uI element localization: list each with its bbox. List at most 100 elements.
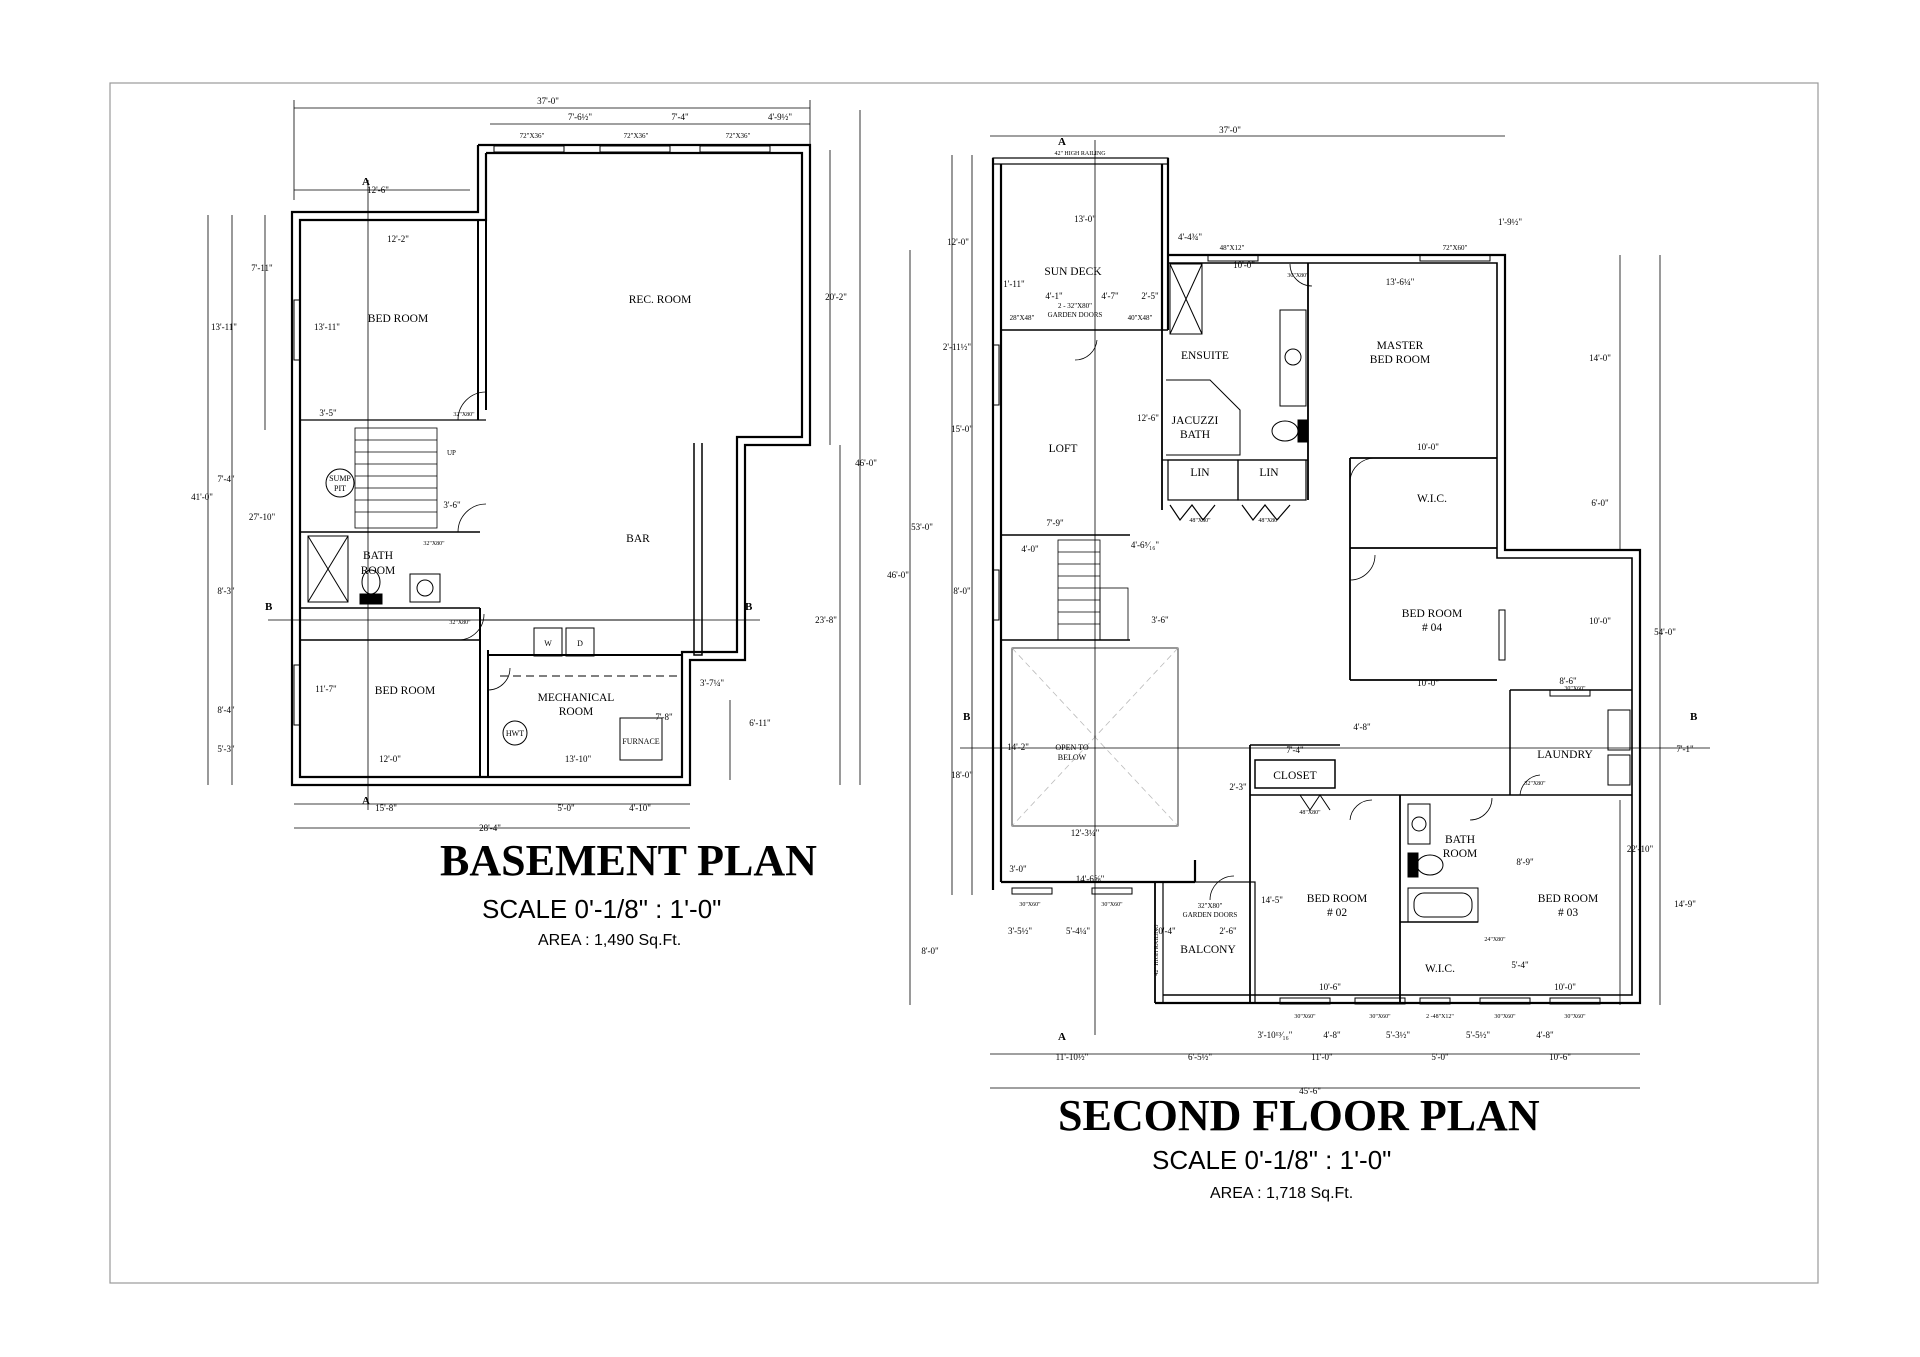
dim: 30"X60" — [1369, 1014, 1391, 1020]
dim: 14'-9" — [1674, 899, 1696, 909]
dim: 72"X36" — [624, 132, 649, 140]
dim: 15'-0" — [951, 424, 973, 434]
dim: 7'-9" — [1046, 518, 1064, 528]
dim: 30"X60" — [1101, 902, 1123, 908]
second-labels: SUN DECK ENSUITE JACUZZI BATH MASTER BED… — [887, 125, 1698, 1096]
dim: 32"X80" — [423, 541, 445, 547]
dim: 7'-6½" — [568, 112, 592, 122]
section-b-left: B — [265, 601, 273, 613]
second-stairs — [1057, 539, 1129, 641]
loft-label: LOFT — [1049, 443, 1078, 455]
dim: 3'-6" — [443, 500, 461, 510]
dim: 8'-6" — [1559, 676, 1577, 686]
basement-side-dimensions — [207, 110, 861, 829]
dim: 14'-0" — [1589, 353, 1611, 363]
dim: 2'-3" — [1229, 782, 1247, 792]
wic2-label: W.I.C. — [1425, 963, 1455, 975]
dryer-label: D — [577, 639, 583, 648]
dim: 41'-0" — [191, 492, 213, 502]
garden-doors-1b: GARDEN DOORS — [1048, 311, 1103, 319]
dim: 48"X80" — [1189, 518, 1211, 524]
rec-room-label: REC. ROOM — [629, 294, 692, 306]
section-a-top: A — [1058, 136, 1066, 148]
dim: 5'-0" — [1431, 1052, 1449, 1062]
dim: 3'-5½" — [1008, 926, 1032, 936]
dim: 14'-6⅝" — [1076, 874, 1105, 884]
laundry-label: LAUNDRY — [1537, 749, 1593, 761]
basement-windows — [293, 145, 771, 726]
dim: 8'-0" — [921, 946, 939, 956]
dim: 18'-0" — [951, 770, 973, 780]
dim: 45'-6" — [1299, 1086, 1321, 1096]
closet-box — [1254, 759, 1336, 789]
dim: 4'-6⁵⁄₁₆" — [1131, 540, 1160, 550]
dim: 4'-8" — [1353, 722, 1371, 732]
dim: 4'-8" — [1323, 1030, 1341, 1040]
dim: 10'-6" — [1549, 1052, 1571, 1062]
ensuite-label: ENSUITE — [1181, 350, 1229, 362]
dim: 27'-10" — [249, 512, 276, 522]
dim: 10'-6" — [1319, 982, 1341, 992]
washer-icon — [533, 627, 563, 657]
dim: 2'-11½" — [943, 342, 972, 352]
mechanical-label-2: ROOM — [559, 706, 594, 718]
dim: 4'-8" — [1536, 1030, 1554, 1040]
bed2-label: BED ROOM — [1307, 893, 1367, 905]
dim: 12'-0" — [379, 754, 401, 764]
section-b-right: B — [1690, 711, 1698, 723]
balcony-label: BALCONY — [1180, 944, 1236, 956]
dim: 13'-0" — [1074, 214, 1096, 224]
basement-area: AREA : 1,490 Sq.Ft. — [538, 932, 682, 949]
dim: 28"X48" — [1010, 314, 1035, 322]
dim: 48"X12" — [1220, 244, 1245, 252]
second-dimension-lines — [909, 135, 1661, 1089]
dim: 15'-8" — [375, 803, 397, 813]
bed4-label: BED ROOM — [1402, 608, 1462, 620]
dim: 40"X48" — [1128, 314, 1153, 322]
dim: 28'-4" — [479, 823, 501, 833]
dim: 5'-4" — [1511, 960, 1529, 970]
dim: 12'-2" — [387, 234, 409, 244]
dim: 7'-8" — [655, 712, 673, 722]
dim: 4'-10" — [629, 803, 651, 813]
garden-doors-2b: GARDEN DOORS — [1183, 911, 1238, 919]
sump-pit-icon — [325, 468, 355, 498]
up-label: UP — [447, 449, 456, 457]
pit-label: PIT — [334, 484, 346, 493]
second-floor-plan — [909, 135, 1710, 1089]
dim: 7'-4" — [217, 474, 235, 484]
basement-bath-fixtures — [307, 535, 441, 605]
dim: 1'-11" — [1003, 279, 1025, 289]
dim: 30"X60" — [1494, 1014, 1516, 1020]
dim: 3'-10¹³⁄₁₆" — [1258, 1030, 1293, 1040]
balcony-area — [1162, 881, 1256, 1004]
second-doors — [1074, 263, 1541, 901]
basement-top-dimensions — [293, 100, 811, 200]
dim: 32"X80" — [1524, 781, 1546, 787]
bed-room-label: BED ROOM — [368, 313, 428, 325]
dim: 7'-1" — [1676, 744, 1694, 754]
dim: 5'-3½" — [1386, 1030, 1410, 1040]
bed3-label-2: # 03 — [1558, 907, 1578, 919]
basement-mechanical-fixtures — [325, 468, 680, 761]
sump-label: SUMP — [329, 474, 351, 483]
dim: 4'-1" — [1045, 291, 1063, 301]
dim: 46'-0" — [887, 570, 909, 580]
bed-room-label-2: BED ROOM — [375, 685, 435, 697]
dim: 5'-5½" — [1466, 1030, 1490, 1040]
section-b-right: B — [745, 601, 753, 613]
dim: 6'-11" — [749, 718, 771, 728]
dim: 4'-7" — [1101, 291, 1119, 301]
railing-top: 42" HIGH RAILING — [1054, 151, 1106, 157]
dim: 3'-5" — [319, 408, 337, 418]
second-bath-fixtures — [1407, 803, 1479, 923]
basement-doors — [457, 391, 511, 691]
bath-label-2: ROOM — [1443, 848, 1478, 860]
dim: 2'-5" — [1141, 291, 1159, 301]
dim: 7'-4" — [1286, 745, 1304, 755]
dim: 8'-3" — [217, 586, 235, 596]
dim: 14'-2" — [1007, 742, 1029, 752]
garden-doors-1: 2 - 32"X80" — [1058, 302, 1092, 310]
dim: 72"X60" — [1443, 244, 1468, 252]
